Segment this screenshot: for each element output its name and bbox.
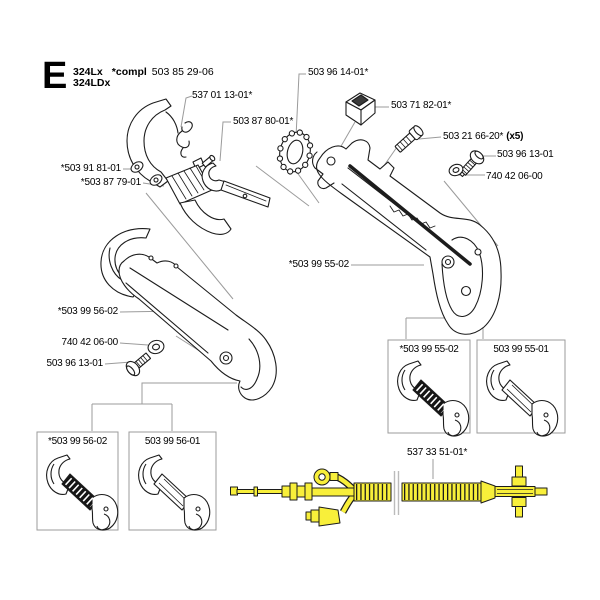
spring-clip: [176, 121, 193, 158]
callout-screw-right: 503 96 13-01: [497, 149, 554, 160]
cable-inner-wire: [236, 489, 283, 494]
callout-trigger: *503 87 79-01: [80, 177, 141, 188]
bolt: [394, 125, 424, 153]
callout-washer-left: 740 42 06-00: [61, 337, 118, 348]
throttle-trigger: [165, 157, 232, 235]
cable-adjuster: [281, 482, 313, 501]
inset-label-upper-ribbed: *503 99 55-02: [399, 344, 459, 355]
model-name-1: 324Lx: [73, 66, 103, 78]
screw-left: [125, 352, 152, 377]
gear-segment-ring: [276, 129, 314, 175]
break-marks: [393, 471, 400, 515]
section-letter: E: [42, 55, 68, 97]
callout-lower-half: *503 99 56-02: [57, 306, 118, 317]
lockout-lever: [201, 154, 271, 208]
model-line-1: 324Lx *compl 503 85 29-06: [73, 67, 214, 78]
callout-clamp-ring: *503 91 81-01: [60, 163, 121, 174]
compl-part-number: 503 85 29-06: [151, 66, 214, 78]
callout-lockout-lever: 503 87 80-01*: [233, 116, 294, 127]
corrugated-sleeve: [353, 482, 392, 502]
callout-stop-switch: 503 71 82-01*: [391, 100, 452, 111]
callout-upper-half: *503 99 55-02: [288, 259, 349, 270]
callout-cable: 537 33 51-01*: [407, 447, 468, 458]
washer-left: [147, 339, 165, 355]
lower-handle-half: [100, 228, 277, 401]
inset-label-upper-plain: 503 99 55-01: [493, 344, 549, 355]
upper-housing-half: [312, 139, 502, 335]
model-line-2: 324LDx: [73, 78, 110, 89]
cable-end-fitting: [480, 465, 548, 518]
callout-bolt: 503 21 66-20*(x5): [443, 131, 523, 143]
callout-spring-clip: 537 01 13-01*: [192, 90, 253, 101]
callout-gear-ring: 503 96 14-01*: [308, 67, 369, 78]
callout-washer-right: 740 42 06-00: [486, 171, 543, 182]
cable-plug: [305, 506, 341, 527]
inset-label-lower-plain: 503 99 56-01: [144, 436, 201, 447]
compl-label: *compl: [111, 66, 147, 78]
screw-right: [458, 150, 485, 178]
model-name-2: 324LDx: [73, 77, 111, 89]
stop-switch: [345, 92, 376, 126]
callout-bolt-qty: (x5): [506, 131, 524, 142]
cable-wire-end: [230, 486, 238, 496]
inset-label-lower-ribbed: *503 99 56-02: [48, 436, 107, 447]
ring-terminal-link: [329, 472, 339, 481]
washer-right: [448, 163, 464, 177]
throttle-cable-assembly: [230, 465, 548, 527]
clamp-ring: [126, 98, 179, 188]
callout-bolt-number: 503 21 66-20*: [443, 131, 504, 142]
callout-screw-left: 503 96 13-01: [46, 358, 103, 369]
